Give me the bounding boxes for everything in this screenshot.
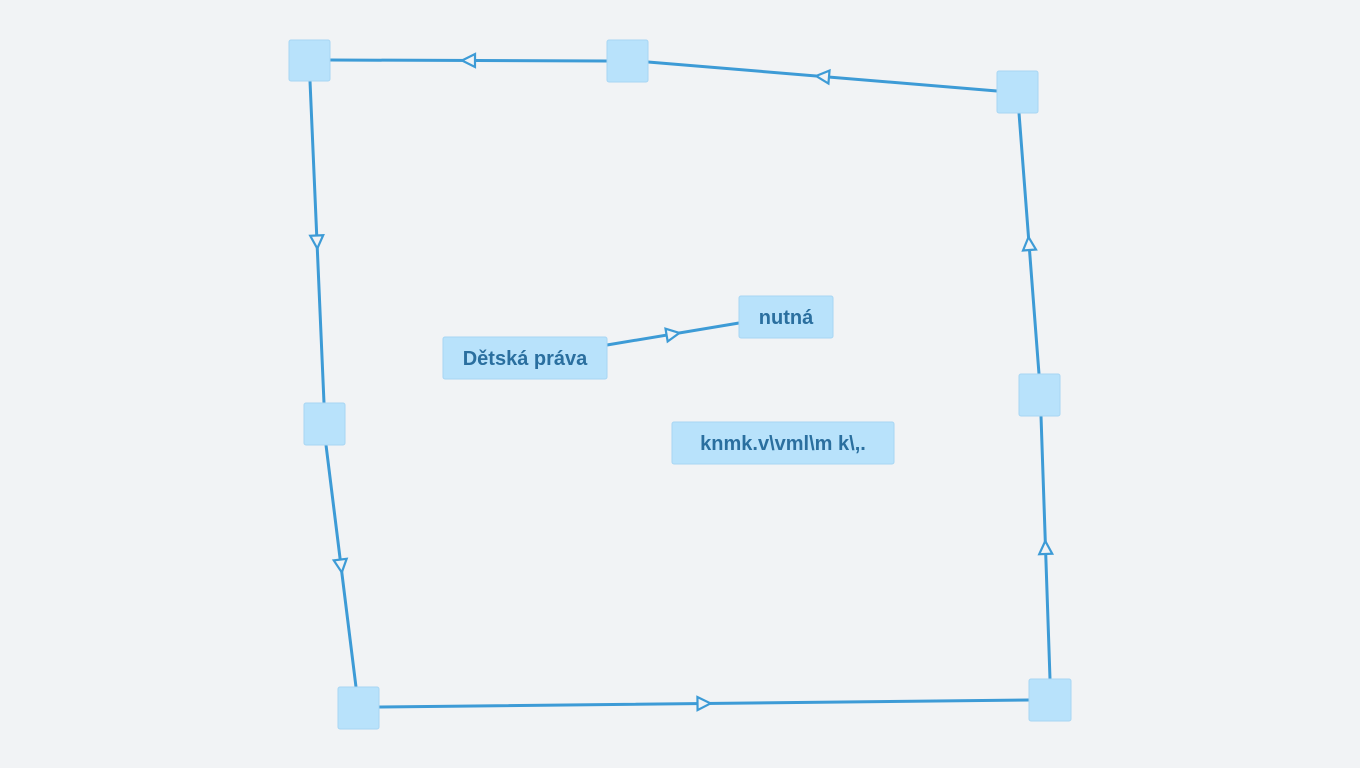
arrow-head-icon — [664, 327, 682, 344]
node-left-mid[interactable] — [303, 402, 346, 446]
arrow-head-icon — [331, 557, 349, 575]
edge-n_detska-to-n_nutna[interactable] — [605, 321, 741, 347]
node-label: Dětská práva — [463, 348, 588, 370]
node-box[interactable] — [337, 686, 380, 730]
arrow-head-icon — [459, 52, 477, 69]
node-bottom-left[interactable] — [337, 686, 380, 730]
node-detska[interactable]: Dětská práva — [442, 336, 608, 380]
edge-n_top_left-to-n_left_mid[interactable] — [308, 79, 326, 405]
node-nutna[interactable]: nutná — [738, 295, 834, 339]
arrow-head-icon — [1037, 538, 1055, 556]
edges-layer — [308, 52, 1055, 712]
edge-n_right_mid-to-n_top_right[interactable] — [1017, 111, 1041, 376]
arrow-head-icon — [696, 695, 713, 712]
node-top-mid[interactable] — [606, 39, 649, 83]
node-bottom-right[interactable] — [1028, 678, 1072, 722]
edge-n_top_mid-to-n_top_left[interactable] — [328, 52, 609, 69]
node-box[interactable] — [1018, 373, 1061, 417]
edge-n_bottom_right-to-n_right_mid[interactable] — [1037, 414, 1055, 681]
node-top-right[interactable] — [996, 70, 1039, 114]
edge-n_top_right-to-n_top_mid[interactable] — [646, 60, 999, 93]
node-label: nutná — [759, 307, 814, 329]
arrow-head-icon — [813, 68, 831, 86]
node-top-left[interactable] — [288, 39, 331, 82]
edge-n_bottom_left-to-n_bottom_right[interactable] — [377, 695, 1031, 712]
node-knmk[interactable]: knmk.v\vml\m k\,. — [671, 421, 895, 465]
edge-n_left_mid-to-n_bottom_left[interactable] — [324, 443, 358, 689]
node-box[interactable] — [303, 402, 346, 446]
arrow-head-icon — [308, 234, 325, 251]
node-box[interactable] — [606, 39, 649, 83]
node-box[interactable] — [288, 39, 331, 82]
node-box[interactable] — [442, 336, 608, 380]
node-label: knmk.v\vml\m k\,. — [700, 433, 866, 455]
node-right-mid[interactable] — [1018, 373, 1061, 417]
node-box[interactable] — [738, 295, 834, 339]
node-box[interactable] — [671, 421, 895, 465]
node-box[interactable] — [996, 70, 1039, 114]
node-box[interactable] — [1028, 678, 1072, 722]
nodes-layer: Dětská práva nutná knmk.v\vml\m k\,. — [288, 39, 1072, 730]
arrow-head-icon — [1021, 234, 1038, 252]
